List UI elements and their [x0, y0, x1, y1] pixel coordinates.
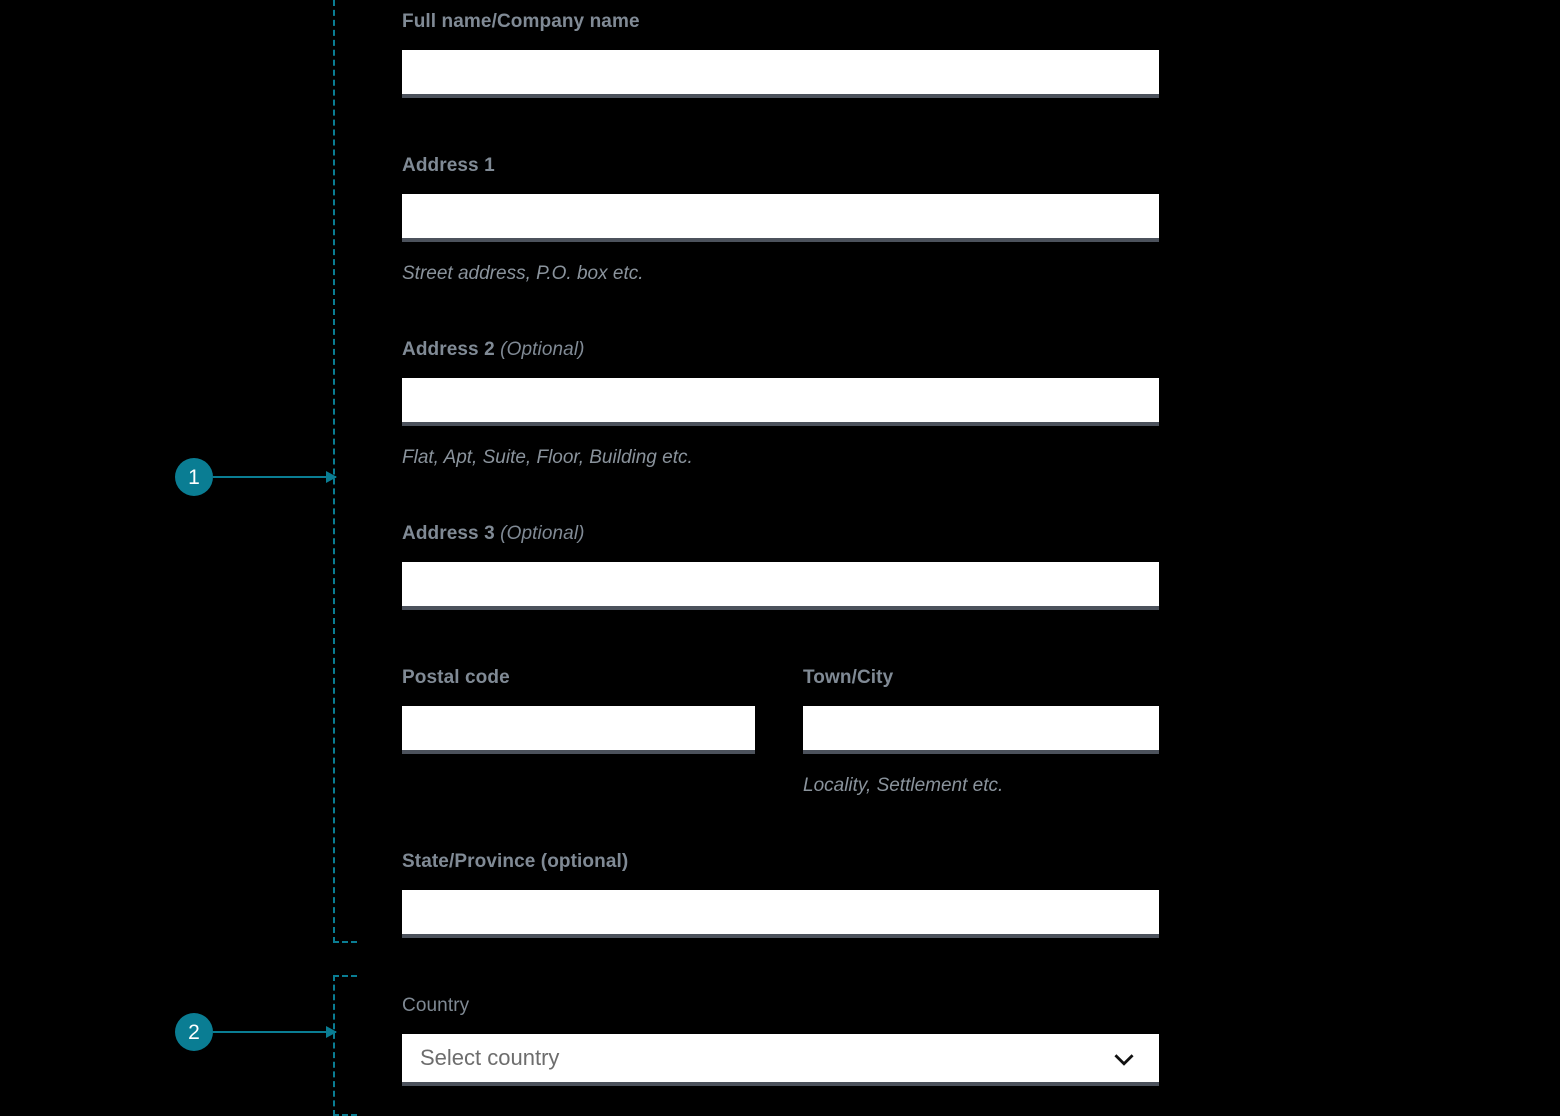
state-province-input[interactable]	[402, 890, 1159, 938]
field-postal-code-label: Postal code	[402, 667, 510, 688]
field-country-label: Country	[402, 995, 470, 1016]
address-1-input[interactable]	[402, 194, 1159, 242]
field-address-1: Address 1 Street address, P.O. box etc.	[402, 156, 1159, 283]
country-select-wrap: Select country	[402, 1034, 1159, 1086]
field-address-2-optional-tag: (Optional)	[500, 339, 585, 360]
callout-arrow-1	[213, 471, 337, 483]
callout-marker-2[interactable]: 2	[175, 1013, 213, 1051]
field-address-2: Address 2 (Optional) Flat, Apt, Suite, F…	[402, 340, 1159, 467]
field-address-1-hint: Street address, P.O. box etc.	[402, 263, 644, 284]
field-full-name-label: Full name/Company name	[402, 11, 640, 32]
dashed-region-country-group	[333, 975, 357, 1116]
country-select-value: Select country	[420, 1045, 560, 1070]
callout-marker-1-label: 1	[188, 465, 200, 489]
callout-arrow-2	[213, 1026, 337, 1038]
country-select[interactable]: Select country	[402, 1034, 1159, 1086]
postal-code-input[interactable]	[402, 706, 755, 754]
callout-marker-2-label: 2	[188, 1020, 200, 1044]
chevron-down-icon[interactable]	[1111, 1047, 1137, 1073]
callout-marker-1[interactable]: 1	[175, 458, 213, 496]
field-town-city: Town/City Locality, Settlement etc.	[803, 668, 1159, 795]
field-address-3: Address 3 (Optional)	[402, 524, 1159, 610]
field-state-province: State/Province (optional)	[402, 852, 1159, 938]
field-address-2-label: Address 2 (Optional)	[402, 340, 1159, 359]
dashed-region-address-group	[333, 0, 357, 943]
address-2-input[interactable]	[402, 378, 1159, 426]
town-city-input[interactable]	[803, 706, 1159, 754]
field-full-name: Full name/Company name	[402, 12, 1159, 98]
address-3-input[interactable]	[402, 562, 1159, 610]
field-address-3-label: Address 3 (Optional)	[402, 524, 1159, 543]
field-address-2-hint: Flat, Apt, Suite, Floor, Building etc.	[402, 447, 693, 468]
field-country: Country Select country	[402, 996, 1159, 1086]
field-state-province-label: State/Province (optional)	[402, 851, 629, 872]
field-address-3-label-text: Address 3	[402, 523, 495, 544]
field-address-2-label-text: Address 2	[402, 339, 495, 360]
field-postal-code: Postal code	[402, 668, 755, 754]
field-address-3-optional-tag: (Optional)	[500, 523, 585, 544]
full-name-input[interactable]	[402, 50, 1159, 98]
field-town-city-label: Town/City	[803, 667, 894, 688]
field-town-city-hint: Locality, Settlement etc.	[803, 775, 1004, 796]
field-address-1-label: Address 1	[402, 155, 495, 176]
